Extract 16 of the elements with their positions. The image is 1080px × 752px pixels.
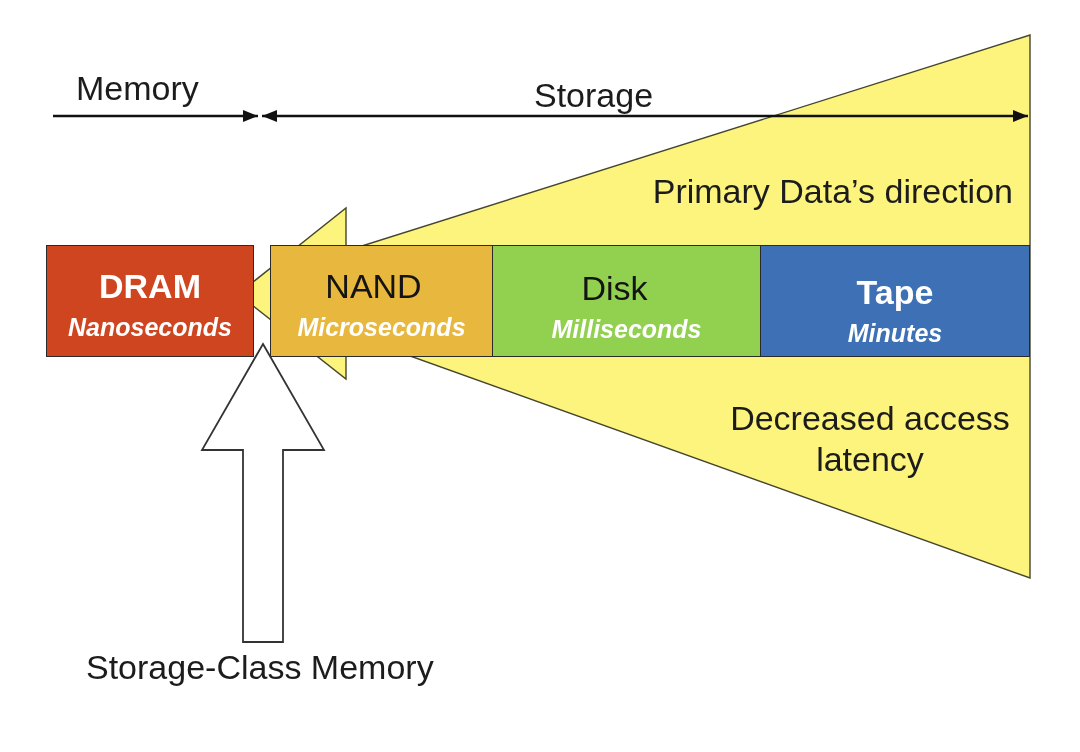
tier-box (492, 245, 761, 357)
tier-box (46, 245, 254, 357)
annotation-label: Storage-Class Memory (86, 648, 434, 687)
tier-name: Tape (856, 273, 934, 311)
latency-label: Milliseconds (551, 315, 702, 343)
tier-name: Disk (581, 269, 648, 307)
tier-name: NAND (325, 267, 422, 305)
range-label: Storage (534, 76, 654, 115)
direction-caption: Primary Data’s direction (652, 172, 1013, 211)
latency-label: Nanoseconds (68, 313, 232, 341)
latency-label: Minutes (847, 319, 943, 347)
range-label: Memory (76, 69, 199, 108)
tier-box (760, 245, 1030, 357)
latency-label: Microseconds (297, 313, 466, 341)
tier-name: DRAM (99, 267, 201, 305)
latency-caption: Decreased access latency (729, 398, 1011, 480)
